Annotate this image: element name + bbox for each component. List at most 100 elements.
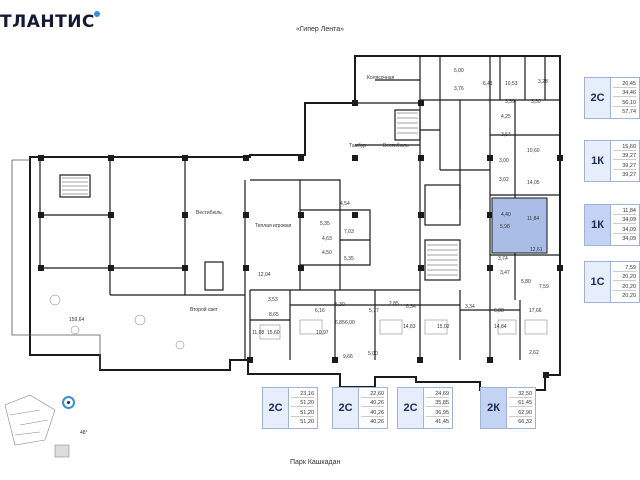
area-label: 15,02: [437, 324, 450, 330]
apartment-value: 62,90: [509, 410, 532, 417]
area-label: 6,88: [494, 308, 504, 314]
apartment-card[interactable]: 2С 23,16 51,20 51,20 51,20: [262, 387, 318, 429]
area-label: 5,35: [344, 256, 354, 262]
area-label: 11,08: [252, 330, 265, 336]
area-label: 5,98: [500, 224, 510, 230]
area-label: 10,60: [527, 148, 540, 154]
area-label: 5,00: [454, 68, 464, 74]
highlighted-unit: [491, 197, 548, 254]
apartment-value: 35,85: [426, 400, 449, 408]
apartment-value: 24,69: [426, 391, 449, 399]
apartment-value: 39,27: [613, 153, 636, 161]
area-label: 15,60: [267, 330, 280, 336]
apartment-value: 51,20: [300, 418, 314, 425]
area-label: 3,02: [499, 177, 509, 183]
area-label: 4,50: [322, 250, 332, 256]
room-vestibule-center: Вестибюль: [196, 210, 222, 216]
apartment-type: 2С: [585, 78, 611, 118]
apartment-card[interactable]: 1С 7,59 20,20 20,20 20,20: [584, 261, 640, 303]
apartment-value: 20,20: [613, 274, 636, 282]
area-label: 12,04: [258, 272, 271, 278]
apartment-card[interactable]: 2С 24,69 35,85 36,95 41,45: [397, 387, 453, 429]
apartment-card[interactable]: 2С 22,60 40,26 40,26 40,26: [332, 387, 388, 429]
area-label: 3,74: [498, 256, 508, 262]
apartment-value: 34,09: [622, 235, 636, 242]
apartment-type: 1С: [585, 262, 611, 302]
apartment-value: 51,20: [291, 400, 314, 408]
apartment-value: 36,95: [426, 410, 449, 417]
apartment-value: 20,45: [613, 81, 636, 89]
area-label: 4,63: [322, 236, 332, 242]
area-label: 3,28: [538, 79, 548, 85]
area-label: 14,83: [403, 324, 416, 330]
brand-dot-icon: [94, 11, 100, 17]
area-label: 3,64: [501, 132, 511, 138]
area-label: 10,97: [316, 330, 329, 336]
area-label: 3,76: [454, 86, 464, 92]
apartment-type: 2С: [333, 388, 359, 428]
area-label: 3,47: [500, 270, 510, 276]
street-bottom-label: Парк Кашкадан: [290, 459, 341, 466]
apartment-value: 51,20: [291, 410, 314, 417]
area-label: 3,34: [465, 304, 475, 310]
area-label: 4,40: [501, 212, 511, 218]
apartment-value: 34,09: [613, 227, 636, 234]
apartment-value: 66,32: [518, 418, 532, 425]
area-label: 9,66: [343, 354, 353, 360]
apartment-card[interactable]: 1К 15,60 39,27 39,27 39,27: [584, 140, 640, 182]
apartment-type: 2К: [481, 388, 507, 428]
compass-icon: [62, 396, 75, 409]
apartment-value: 40,26: [361, 400, 384, 408]
area-label: 6,34: [406, 304, 416, 310]
room-tambur: Тамбур: [349, 143, 366, 149]
area-label: 8,65: [269, 312, 279, 318]
room-kolyaska: Колясочная: [367, 75, 395, 81]
street-top-label: «Гипер Лента»: [296, 26, 344, 33]
apartment-value: 11,84: [613, 208, 636, 216]
apartment-value: 57,74: [622, 108, 636, 115]
area-label: 12,61: [530, 247, 543, 253]
area-label: 7,03: [344, 229, 354, 235]
apartment-type: 2С: [398, 388, 424, 428]
apartment-value: 61,45: [509, 400, 532, 408]
apartment-value: 15,60: [613, 144, 636, 152]
room-vestibule-right: Вестибюль: [383, 143, 409, 149]
area-label: 5,77: [369, 308, 379, 314]
area-label: 3,00: [499, 158, 509, 164]
apartment-value: 20,20: [622, 292, 636, 299]
room-terrace-area: 159,64: [69, 317, 85, 323]
apartment-value: 7,59: [613, 265, 636, 273]
apartment-value: 34,46: [613, 90, 636, 98]
area-label: 5,00: [368, 351, 378, 357]
apartment-card-highlighted[interactable]: 1К 11,84 34,09 34,09 34,09: [584, 204, 640, 246]
apartment-value: 23,16: [291, 391, 314, 399]
area-label: 11,84: [527, 216, 540, 222]
brand-logo: ТЛАНТИС: [0, 12, 95, 32]
area-label: 2,85: [389, 301, 399, 307]
apartment-value: 56,10: [613, 100, 636, 107]
area-label: 5,80: [521, 279, 531, 285]
apartment-card-highlighted[interactable]: 2К 32,50 61,45 62,90 66,32: [480, 387, 536, 429]
apartment-value: 40,26: [370, 418, 384, 425]
apartment-type: 1К: [585, 205, 611, 245]
apartment-value: 40,26: [361, 410, 384, 417]
area-label: 6,41: [483, 81, 493, 87]
area-label: 2,62: [529, 350, 539, 356]
apartment-value: 34,09: [613, 217, 636, 225]
area-label: 6,00: [345, 320, 355, 326]
apartment-value: 20,20: [613, 284, 636, 291]
apartment-card[interactable]: 2С 20,45 34,46 56,10 57,74: [584, 77, 640, 119]
area-label: 6,16: [315, 308, 325, 314]
area-label: 6,85: [335, 320, 345, 326]
apartment-type: 2С: [263, 388, 289, 428]
area-label: 14,84: [494, 324, 507, 330]
area-label: 3,53: [268, 297, 278, 303]
compass-angle: 48°: [80, 430, 88, 436]
area-label: 4,54: [340, 201, 350, 207]
area-label: 3,30: [531, 99, 541, 105]
area-label: 17,66: [529, 308, 542, 314]
room-second-light: Второй свет: [190, 307, 218, 313]
room-warm-floor: Теплая игровая: [255, 223, 292, 229]
area-label: 7,59: [539, 284, 549, 290]
